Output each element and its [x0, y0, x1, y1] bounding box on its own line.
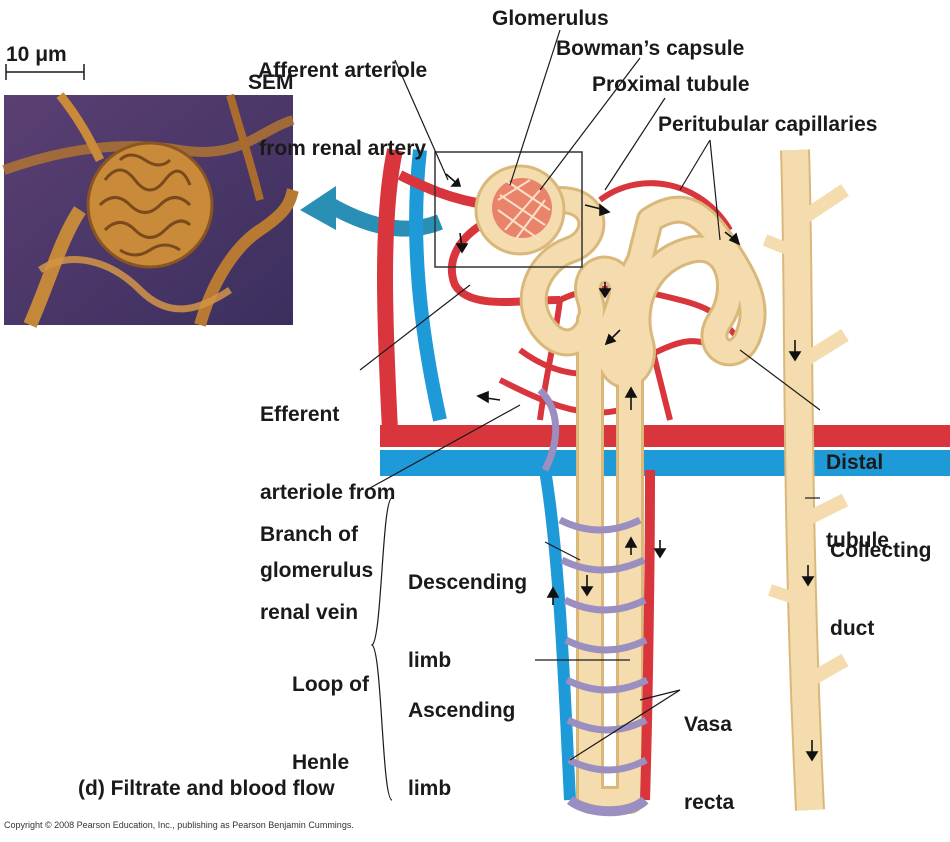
proximal-tubule-label: Proximal tubule: [592, 73, 750, 96]
figure-caption: (d) Filtrate and blood flow: [78, 777, 335, 800]
efferent-arteriole-label: Efferent arteriole from glomerulus: [260, 403, 396, 582]
ascending-limb-label: Ascending limb: [408, 699, 516, 800]
scale-bar: [5, 64, 85, 80]
glomerulus-shape: [474, 164, 566, 256]
sem-label: SEM: [248, 71, 294, 94]
peritubular-capillaries-label: Peritubular capillaries: [658, 113, 878, 136]
zoom-box: [434, 151, 583, 268]
glomerulus-label: Glomerulus: [492, 7, 609, 30]
renal-vessels: [377, 148, 950, 476]
bowmans-capsule-label: Bowman’s capsule: [556, 37, 745, 60]
teal-arrowhead: [300, 186, 336, 230]
loop-of-henle-label: Loop of Henle: [292, 673, 369, 774]
leader-lines: [359, 29, 821, 801]
renal-tubule: [519, 186, 767, 814]
copyright-notice: Copyright © 2008 Pearson Education, Inc.…: [4, 820, 354, 830]
descending-limb-label: Descending limb: [408, 571, 528, 672]
collecting-duct-label: Collecting duct: [830, 539, 932, 640]
scale-bar-label: 10 μm: [6, 43, 67, 66]
collecting-duct-shape: [762, 149, 849, 811]
vasa-recta-label: Vasa recta: [684, 713, 735, 814]
branch-renal-vein-label: Branch of renal vein: [260, 523, 359, 624]
distal-tubule-label: Distal tubule: [826, 451, 889, 552]
sem-micrograph: [2, 92, 299, 328]
vasa-recta-shape: [537, 387, 655, 817]
flow-arrows: [445, 173, 819, 762]
afferent-arteriole-label: Afferent arteriole from renal artery: [258, 59, 428, 160]
